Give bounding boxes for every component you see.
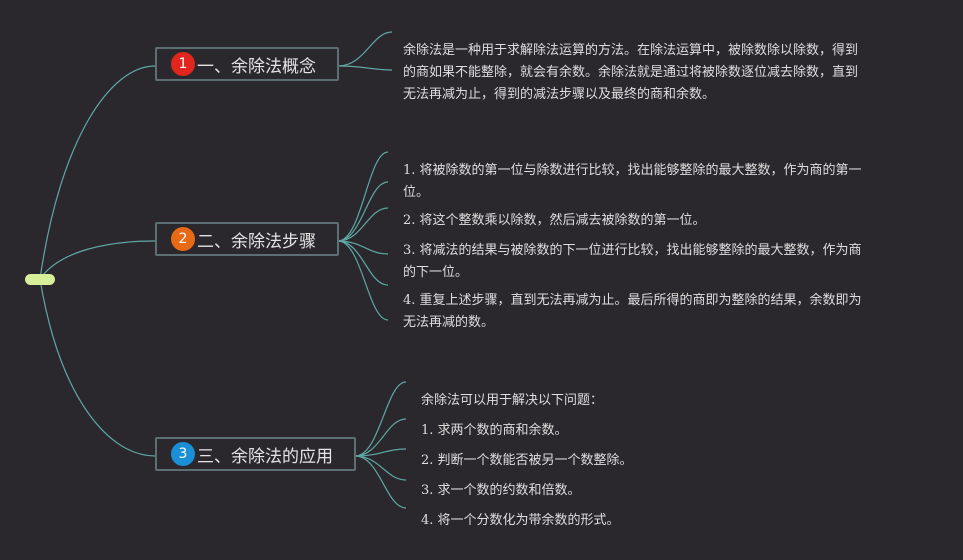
leaf-line: 无法再减为止，得到的减法步骤以及最终的商和余数。 [403,87,716,102]
branch-2-step-3: 3. 将减法的结果与被除数的下一位进行比较，找出能够整除的最大整数，作为商 的下… [403,240,862,284]
branch-2-to-leaf-2 [337,207,389,242]
branch-1-node[interactable]: 1 一、余除法概念 [155,47,339,81]
branch-3-to-leaf-1 [354,418,407,457]
branch-3-title: 三、余除法的应用 [197,446,333,467]
leaf-line: 2. 将这个整数乘以除数，然后减去被除数的第一位。 [403,213,706,228]
branch-2-step-4: 4. 重复上述步骤，直到无法再减为止。最后所得的商即为整除的结果，余数即为 无法… [403,290,862,334]
branch-3-intro: 余除法可以用于解决以下问题： [421,390,603,412]
leaf-line: 3. 将减法的结果与被除数的下一位进行比较，找出能够整除的最大整数，作为商 [403,243,862,258]
branch-3-item-1: 1. 求两个数的商和余数。 [421,420,568,442]
leaf-line: 3. 求一个数的约数和倍数。 [421,483,581,498]
branch-2-title: 二、余除法步骤 [197,231,316,252]
branch-2-to-leaf-4 [337,240,389,286]
root-to-branch-3 [39,278,156,457]
branch-3-to-leaf-0 [354,381,407,457]
leaf-line: 4. 将一个分数化为带余数的形式。 [421,513,620,528]
branch-3-to-leaf-2 [354,448,407,457]
branch-3-to-leaf-3 [354,455,407,481]
leaf-line: 位。 [403,185,430,200]
leaf-line: 无法再减的数。 [403,315,495,330]
branch-3-item-3: 3. 求一个数的约数和倍数。 [421,480,581,502]
leaf-line: 余除法可以用于解决以下问题： [421,393,604,408]
branch-2-step-2: 2. 将这个整数乘以除数，然后减去被除数的第一位。 [403,210,706,232]
branch-2-to-leaf-1b [337,181,389,242]
branch-3-item-2: 2. 判断一个数能否被另一个数整除。 [421,450,633,472]
root-to-branch-1 [39,65,156,280]
branch-2-to-leaf-1 [337,151,389,242]
leaf-line: 的商如果不能整除，就会有余数。余除法就是通过将被除数逐位减去除数，直到 [403,65,859,80]
root-to-branch-2 [39,240,156,280]
branch-1-leaf: 余除法是一种用于求解除法运算的方法。在除法运算中，被除数除以除数，得到 的商如果… [403,40,858,106]
leaf-line: 余除法是一种用于求解除法运算的方法。在除法运算中，被除数除以除数，得到 [403,43,859,58]
branch-3-to-leaf-4 [354,455,407,509]
branch-1-title: 一、余除法概念 [197,56,316,77]
branch-2-to-leaf-4b [337,240,389,321]
number-badge-1: 1 [171,52,195,76]
branch-3-node[interactable]: 3 三、余除法的应用 [155,437,356,471]
branch-3-item-4: 4. 将一个分数化为带余数的形式。 [421,510,620,532]
root-node[interactable] [25,274,55,285]
branch-2-step-1: 1. 将被除数的第一位与除数进行比较，找出能够整除的最大整数，作为商的第一 位。 [403,160,862,204]
number-badge-3: 3 [171,442,195,466]
leaf-line: 1. 求两个数的商和余数。 [421,423,568,438]
leaf-line: 的下一位。 [403,265,469,280]
leaf-line: 4. 重复上述步骤，直到无法再减为止。最后所得的商即为整除的结果，余数即为 [403,293,862,308]
branch-2-node[interactable]: 2 二、余除法步骤 [155,222,339,256]
branch-1-to-leaf [337,31,393,71]
leaf-line: 2. 判断一个数能否被另一个数整除。 [421,453,633,468]
number-badge-2: 2 [171,227,195,251]
leaf-line: 1. 将被除数的第一位与除数进行比较，找出能够整除的最大整数，作为商的第一 [403,163,862,178]
